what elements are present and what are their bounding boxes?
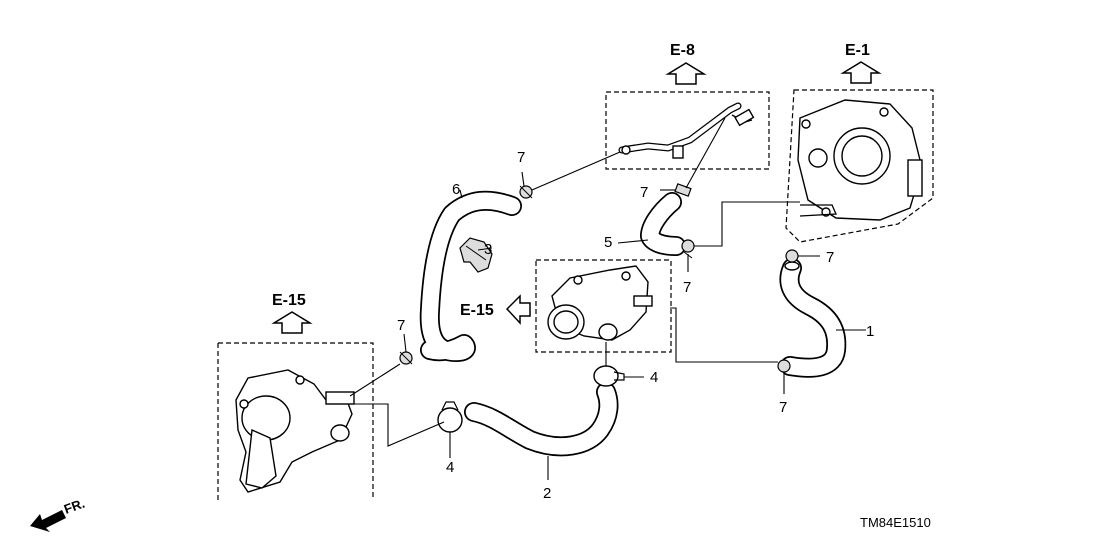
diagram-code: TM84E1510: [860, 515, 931, 530]
hose-2-inner: [465, 383, 617, 455]
leader-5-throttle: [694, 201, 800, 247]
clip-7-c-icon: [681, 239, 695, 253]
bypass-pipe-bracket: [672, 145, 684, 159]
callout-4-a[interactable]: 4: [446, 459, 454, 476]
clamp-4-a-icon: [437, 407, 463, 433]
callout-3[interactable]: 3: [484, 241, 492, 258]
e15-mid-ref-label[interactable]: E-15: [460, 302, 494, 319]
throttle-port: [808, 148, 828, 168]
thermostat-lower-port: [330, 424, 350, 442]
hose-1-end: [784, 261, 800, 271]
hose-5-inner: [641, 193, 685, 255]
clip-7-e: [399, 351, 413, 365]
e1-dashed-box: [785, 89, 934, 243]
e15-reference-group: E-15: [217, 292, 374, 500]
callout-7-c[interactable]: 7: [683, 279, 691, 296]
thermostat-outlet-pipe: [245, 428, 277, 489]
e1-ref-label[interactable]: E-1: [845, 42, 870, 59]
leader-7b-pipe: [685, 117, 726, 189]
hose-2: [464, 382, 619, 457]
callout-7-d[interactable]: 7: [826, 249, 834, 266]
callout-5[interactable]: 5: [604, 234, 612, 251]
water-outlet-bolt-b: [621, 271, 631, 281]
thermostat-bolt-a: [239, 399, 249, 409]
hose-6-inner: [421, 192, 521, 361]
callout-7-a[interactable]: 7: [517, 149, 525, 166]
hose-holder-3: [459, 237, 493, 273]
thermostat-housing-flange: [241, 395, 291, 441]
leader-5: [617, 239, 649, 244]
clip-7-e-tab: [399, 351, 413, 365]
thermostat-upper-nipple: [325, 391, 355, 405]
hose-5: [640, 192, 686, 256]
e1-reference-group: E-1: [785, 42, 934, 243]
hose-holder-slot: [465, 245, 487, 261]
e8-reference-group: E-8: [605, 42, 770, 170]
water-outlet-side-nipple: [633, 295, 653, 307]
callout-7-e[interactable]: 7: [397, 317, 405, 334]
callout-4-b[interactable]: 4: [650, 369, 658, 386]
water-outlet-lower-port: [598, 323, 618, 341]
clip-7-d-icon: [785, 249, 799, 263]
leader-7a: [521, 171, 525, 187]
water-outlet-neck-inner: [553, 310, 579, 334]
throttle-bore-inner: [841, 135, 883, 177]
clamp-4-b: [593, 365, 625, 387]
clamp-4-a: [437, 401, 463, 433]
throttle-bolt-a: [801, 119, 811, 129]
callout-7-f[interactable]: 7: [779, 399, 787, 416]
callout-1[interactable]: 1: [866, 323, 874, 340]
hose-6: [419, 190, 522, 362]
throttle-sensor-connector: [907, 159, 923, 197]
thermostat-bolt-b: [295, 375, 305, 385]
leader-7f-outlet: [670, 307, 778, 363]
leader-7a-pipe: [531, 151, 621, 191]
e15-left-ref-label[interactable]: E-15: [272, 292, 306, 309]
callout-labels: 1 2 3 4 4 5 6 7 7 7 7 7 7: [397, 149, 874, 502]
front-arrow-icon: [30, 510, 66, 532]
e15-up-arrow-icon: [271, 311, 313, 334]
clip-7-b: [674, 183, 692, 197]
bypass-pipe-end-fitting: [734, 108, 755, 127]
callout-2[interactable]: 2: [543, 485, 551, 502]
e8-dashed-box: [605, 91, 770, 170]
clamp-4-b-icon: [593, 365, 619, 387]
e8-up-arrow-icon: [665, 62, 707, 85]
leader-lines: [349, 117, 866, 480]
clamp-4-a-ear: [441, 401, 459, 411]
leader-6: [459, 189, 463, 199]
front-label: FR.: [62, 496, 87, 517]
e1-up-arrow-icon: [840, 61, 882, 84]
bypass-pipe-inner: [619, 103, 741, 153]
e15-dashed-box: [217, 342, 374, 500]
clip-7-d: [785, 249, 799, 263]
water-outlet-bolt-a: [573, 275, 583, 285]
leader-7e: [403, 333, 407, 353]
leader-4a-housing: [350, 403, 445, 447]
water-outlet-dashed-box: [535, 259, 672, 353]
clip-7-f: [777, 359, 791, 373]
clip-7-a-tab: [519, 185, 533, 199]
bypass-pipe-end-left: [621, 145, 631, 155]
throttle-bolt-b: [879, 107, 889, 117]
hose-holder-body: [459, 237, 493, 273]
clip-7-b-icon: [674, 183, 692, 197]
clip-7-f-icon: [777, 359, 791, 373]
hose-1: [779, 258, 847, 378]
e8-ref-label[interactable]: E-8: [670, 42, 695, 59]
throttle-water-nipple: [799, 204, 837, 217]
callout-6[interactable]: 6: [452, 181, 460, 198]
water-outlet-group: E-15: [460, 259, 672, 353]
leader-7e-housing: [349, 363, 401, 397]
front-direction-marker: FR.: [30, 496, 87, 532]
clip-7-a: [519, 185, 533, 199]
callout-7-b[interactable]: 7: [640, 184, 648, 201]
hose-1-inner: [781, 259, 845, 376]
leader-3: [477, 247, 493, 251]
e15-left-arrow-icon: [505, 294, 531, 325]
